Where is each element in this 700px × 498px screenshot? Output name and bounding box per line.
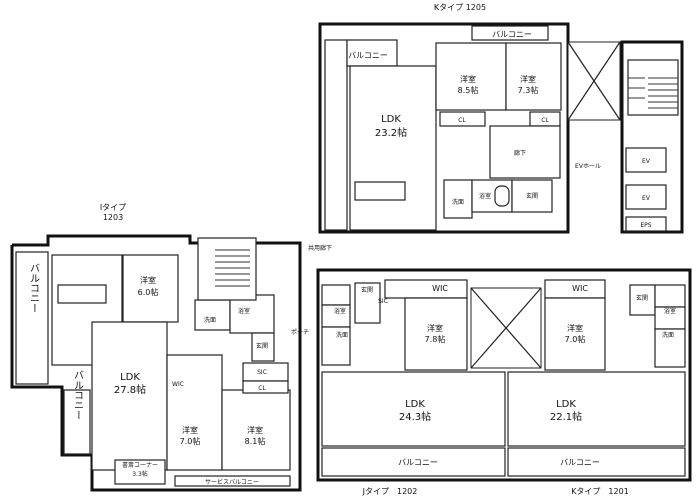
label-ldk-size: 27.8帖	[114, 383, 146, 396]
room-ldk	[91, 321, 168, 471]
label-ev-hall: EVホール	[575, 163, 601, 170]
label-sic: SIC	[257, 369, 267, 376]
label-ldk: LDK	[120, 372, 140, 383]
room-western-2	[505, 42, 562, 111]
balcony-left	[15, 251, 49, 385]
label-cl-1: CL	[458, 117, 466, 124]
label-ldk-size: 24.3帖	[399, 410, 431, 423]
balcony	[507, 447, 686, 477]
room-western-3	[221, 389, 291, 471]
label-balcony-left: バルコニー	[348, 51, 388, 60]
label-porch: ポーチ	[291, 328, 309, 336]
label-balcony-lower: バルコニー	[72, 370, 84, 420]
balcony	[321, 447, 506, 477]
label-ev-1: EV	[642, 158, 651, 165]
label-service-balcony: サービスバルコニー	[205, 478, 259, 486]
unit-j1202: WIC 洋室 7.8帖 LDK 24.3帖 浴室 洗面 玄関 SIC バルコニー	[316, 268, 692, 482]
label-balcony-top: バルコニー	[492, 30, 532, 39]
room-western	[544, 297, 606, 371]
room-ldk	[321, 371, 506, 447]
label-room1: 洋室	[460, 74, 476, 84]
label-wic: WIC	[432, 284, 448, 293]
label-sic: SIC	[378, 298, 388, 305]
label-room: 洋室	[427, 323, 443, 333]
label-room1: 洋室	[140, 275, 156, 285]
label-ldk: LDK	[556, 399, 576, 410]
label-room: 洋室	[567, 323, 583, 333]
label-corridor: 共用廊下	[308, 244, 332, 252]
label-washroom: 洗面	[662, 331, 674, 339]
label-ldk-size: 22.1帖	[550, 410, 582, 423]
label-wic: WIC	[572, 284, 588, 293]
label-ev-2: EV	[642, 195, 651, 202]
balcony-lower	[63, 389, 91, 455]
unit-i1203: バルコニー バルコニー 洋室 6.0帖 LDK 27.8帖 洋室 7.0帖 洋室…	[10, 234, 309, 492]
label-entrance: 玄関	[256, 342, 268, 350]
label-balcony: バルコニー	[398, 458, 438, 467]
elevator-1	[625, 147, 667, 173]
unit-k1201: WIC 洋室 7.0帖 LDK 22.1帖 玄関 浴室 洗面 バルコニー	[507, 279, 686, 477]
service-balcony	[174, 475, 291, 487]
hallway	[489, 125, 561, 179]
core-top: EV EV EPS EVホール 共用廊下	[308, 40, 684, 252]
room-western-1	[435, 42, 507, 111]
label-room2-size: 7.3帖	[518, 85, 539, 95]
label-cl-2: CL	[541, 117, 549, 124]
label-room1-size: 8.5帖	[458, 85, 479, 95]
room-western	[404, 297, 468, 371]
label-room-size: 7.0帖	[565, 334, 586, 344]
label-study: 書斎コーナー	[122, 461, 158, 469]
label-ldk: LDK	[381, 114, 401, 125]
label-room2: 洋室	[520, 74, 536, 84]
label-hall: 廊下	[514, 149, 526, 157]
room-western-2	[166, 354, 223, 471]
label-study-size: 3.3帖	[132, 470, 148, 478]
label-room1-size: 6.0帖	[138, 287, 159, 297]
label-washroom: 洗面	[336, 331, 348, 339]
label-balcony-left: バルコニー	[28, 263, 40, 313]
label-room-size: 7.8帖	[425, 334, 446, 344]
label-balcony: バルコニー	[560, 458, 600, 467]
unit-type-i1203: Iタイプ	[100, 203, 126, 212]
label-ldk: LDK	[405, 399, 425, 410]
unit-k1205: バルコニー バルコニー LDK 23.2帖 洋室 8.5帖 洋室 7.3帖 CL…	[318, 22, 570, 234]
study-corner	[114, 459, 166, 485]
elevator-2	[625, 184, 667, 210]
label-entrance: 玄関	[361, 286, 373, 294]
label-room2-size: 7.0帖	[180, 436, 201, 446]
unit-title-j1202: Jタイプ 1202	[362, 487, 418, 496]
unit-title-k1205: Kタイプ 1205	[434, 3, 486, 12]
label-room3-size: 8.1帖	[245, 436, 266, 446]
label-bath: 浴室	[664, 307, 676, 315]
room-ldk	[349, 65, 437, 231]
staircase-left	[197, 237, 257, 301]
unit-number-i1203: 1203	[103, 213, 123, 222]
label-eps: EPS	[640, 222, 651, 229]
balcony-left-strip	[324, 39, 348, 231]
label-bath: 浴室	[238, 307, 250, 315]
label-room3: 洋室	[247, 425, 263, 435]
label-bath: 浴室	[479, 192, 491, 200]
label-ldk-size: 23.2帖	[375, 126, 407, 139]
room-ldk	[507, 371, 686, 447]
label-entrance: 玄関	[526, 192, 538, 200]
label-bath: 浴室	[334, 307, 346, 315]
label-washroom: 洗面	[204, 316, 216, 324]
label-entrance: 玄関	[636, 294, 648, 302]
central-void	[470, 287, 542, 369]
balcony-top	[471, 25, 549, 41]
label-wic: WIC	[172, 381, 184, 388]
unit-title-k1201: Kタイプ 1201	[571, 487, 629, 496]
label-cl: CL	[258, 385, 266, 392]
label-room2: 洋室	[182, 425, 198, 435]
label-washroom: 洗面	[452, 198, 464, 206]
